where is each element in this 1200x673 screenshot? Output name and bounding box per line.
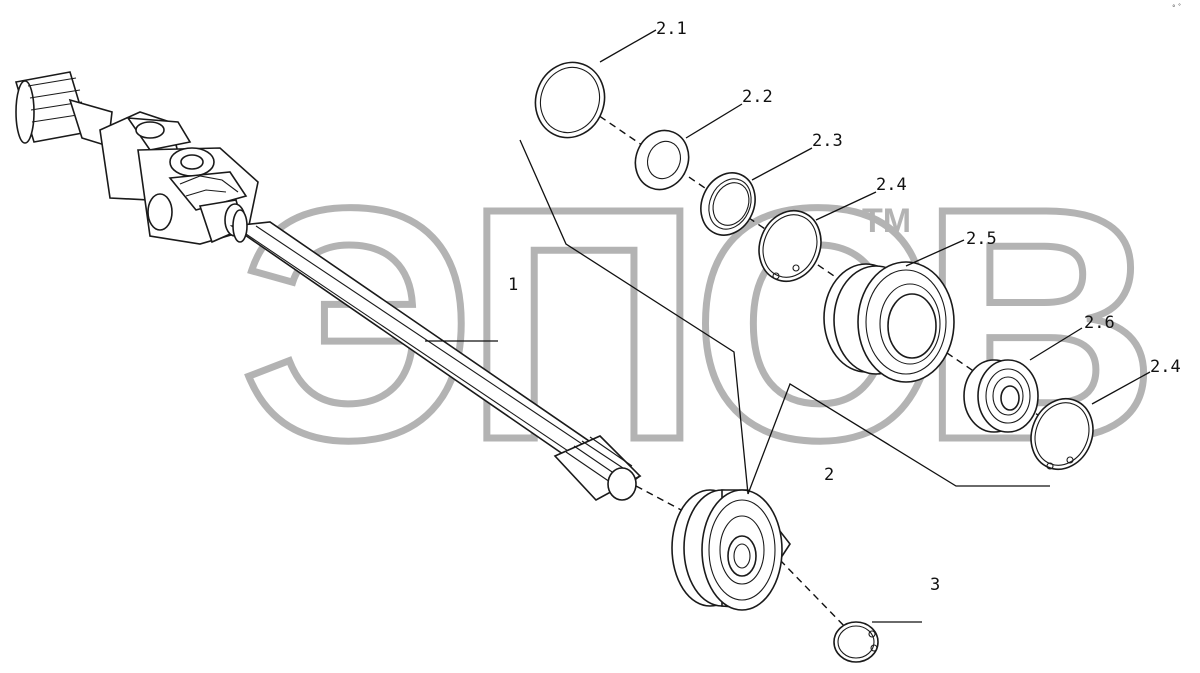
bracket-upper [519, 139, 749, 495]
callout-2-5: 2.5 [966, 229, 997, 249]
part-1-shaft-assembly [14, 71, 642, 501]
leader-2-6 [1029, 327, 1083, 361]
part-2-2-washer [634, 103, 743, 191]
callout-1: 1 [508, 275, 518, 295]
right-spline-end [553, 435, 642, 501]
axis-2-to-3 [779, 559, 851, 633]
part-2-bearing-housing [671, 489, 791, 611]
callout-2-2: 2.2 [742, 87, 773, 107]
leader-2-1 [599, 29, 657, 63]
part-2-3-seal [700, 147, 813, 236]
left-spline-end [14, 71, 113, 148]
corner-mark: ° ˚ [1172, 4, 1181, 12]
callout-2-1: 2.1 [656, 19, 687, 39]
part-3-circlip [833, 621, 922, 663]
leader-2-4a [815, 191, 877, 221]
watermark-trademark: TM [862, 202, 911, 240]
leader-2-2 [685, 103, 743, 139]
part-2-6-ball-bearing [963, 327, 1083, 433]
part-2-4-retaining-ring-upper [758, 191, 877, 283]
callout-3: 3 [930, 575, 940, 595]
universal-joint [99, 111, 259, 245]
leader-2-5 [905, 239, 965, 267]
callout-2: 2 [824, 465, 834, 485]
bracket-lower [747, 383, 1050, 495]
callout-2-4-lower: 2.4 [1150, 357, 1181, 377]
callout-2-6: 2.6 [1084, 313, 1115, 333]
callout-labels: 1 2 2.1 2.2 2.3 2.4 2.5 2.6 2.4 3 [508, 19, 1181, 595]
part-2-4-retaining-ring-lower [1030, 371, 1151, 471]
part-2-1-o-ring [534, 29, 657, 139]
callout-2-3: 2.3 [812, 131, 843, 151]
part-2-5-outer-housing [823, 239, 965, 383]
leader-2-4b [1091, 371, 1151, 405]
leader-2-3 [751, 147, 813, 181]
callout-2-4-upper: 2.4 [876, 175, 907, 195]
